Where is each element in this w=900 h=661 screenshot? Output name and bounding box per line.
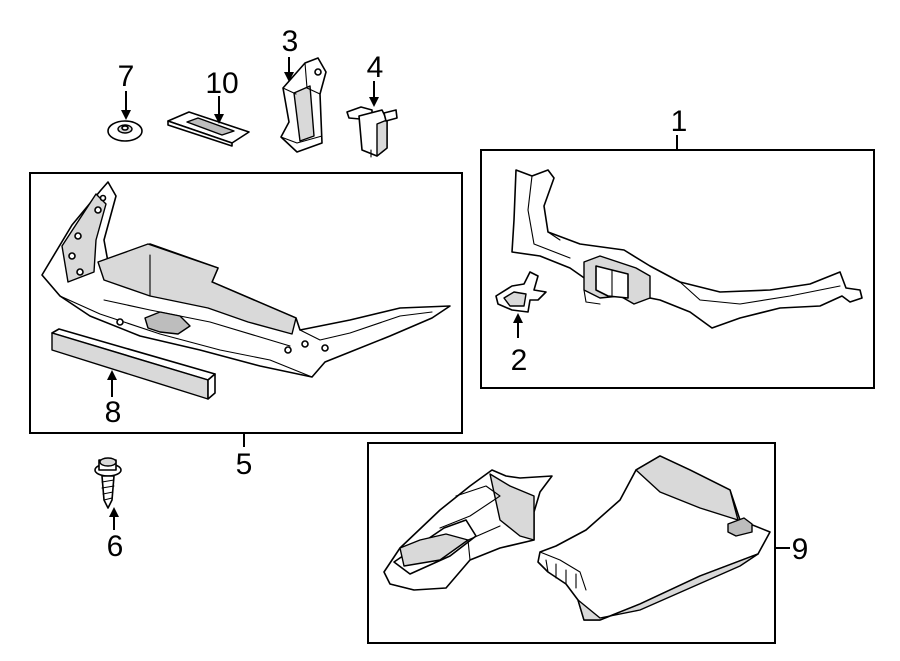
arrow-10 [214, 114, 224, 124]
callout-8: 8 [105, 396, 122, 429]
box-part-9 [367, 442, 776, 644]
arrow-4 [369, 97, 379, 107]
part-10-pad [167, 111, 250, 147]
callout-2: 2 [511, 344, 528, 377]
part-3-bracket [280, 57, 327, 153]
callout-1: 1 [671, 105, 688, 138]
callout-9: 9 [792, 533, 809, 566]
arrow-3 [284, 72, 294, 82]
part-9-left-deflector [383, 469, 553, 591]
part-1-frame [511, 169, 863, 329]
arrow-8 [107, 370, 117, 380]
arrow-7 [121, 110, 131, 120]
part-8-strip [51, 328, 216, 400]
callout-5: 5 [236, 448, 253, 481]
callout-3: 3 [282, 25, 299, 58]
callout-7: 7 [118, 60, 135, 93]
arrow-6 [109, 507, 119, 517]
part-2-bracket [495, 271, 547, 313]
part-7-washer [107, 120, 143, 142]
callout-6: 6 [107, 530, 124, 563]
callout-4: 4 [367, 51, 384, 84]
part-6-screw [94, 457, 122, 509]
callout-10: 10 [205, 67, 238, 100]
part-4-clip [346, 106, 398, 158]
part-9-right-deflector [537, 455, 771, 621]
part-5-cover [41, 181, 451, 378]
arrow-2 [513, 313, 523, 323]
box-part-5 [29, 172, 463, 434]
